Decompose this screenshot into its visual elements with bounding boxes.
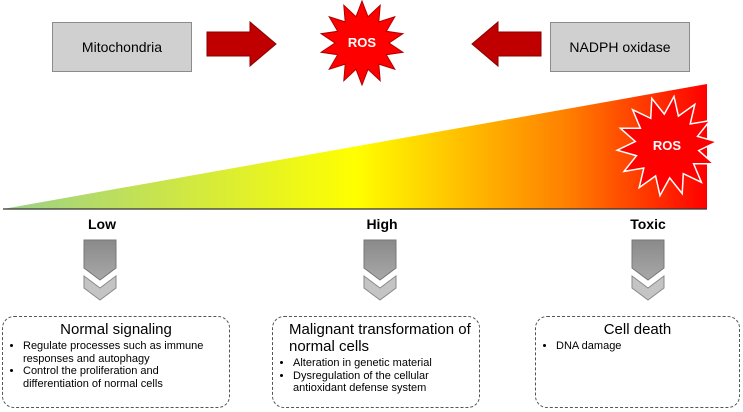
outcome-bullet: Alteration in genetic material (293, 357, 473, 370)
level-high-label: High (366, 216, 398, 232)
source-nadph-oxidase: NADPH oxidase (550, 22, 690, 72)
outcome-bullet: Control the proliferation and differenti… (23, 365, 223, 390)
ros-ramp-label: ROS (653, 138, 682, 153)
level-toxic-label: Toxic (630, 216, 666, 232)
source-mitochondria-label: Mitochondria (81, 39, 163, 55)
ros-starburst-icon (319, 0, 405, 87)
outcome-normal-signaling: Normal signaling Regulate processes such… (2, 316, 230, 408)
source-nadph-label: NADPH oxidase (569, 39, 671, 55)
outcome-bullet: Regulate processes such as immune respon… (23, 340, 223, 365)
chevron-down-icon (631, 239, 665, 301)
ros-top-label: ROS (348, 35, 377, 50)
outcome-bullet-list: Regulate processes such as immune respon… (9, 340, 223, 390)
level-low-label: Low (88, 216, 116, 232)
arrow-left-icon (471, 20, 542, 68)
source-mitochondria: Mitochondria (52, 22, 192, 72)
outcome-bullet-list: Alteration in genetic material Dysregula… (279, 357, 473, 395)
outcome-bullet: Dysregulation of the cellular antioxidan… (293, 370, 473, 395)
arrow-right-icon (206, 20, 277, 68)
outcome-title: Normal signaling (60, 321, 172, 338)
outcome-malignant-transformation: Malignant transformation of normal cells… (272, 316, 480, 408)
outcome-bullet: DNA damage (556, 340, 733, 353)
outcome-title: Cell death (603, 321, 672, 338)
outcome-bullet-list: DNA damage (542, 340, 733, 353)
ros-level-gradient-ramp (3, 84, 707, 209)
ros-ramp-starburst-icon (615, 94, 719, 198)
outcome-cell-death: Cell death DNA damage (535, 316, 740, 408)
outcome-title: Malignant transformation of normal cells (289, 321, 471, 355)
chevron-down-icon (83, 239, 117, 301)
chevron-down-icon (363, 239, 397, 301)
